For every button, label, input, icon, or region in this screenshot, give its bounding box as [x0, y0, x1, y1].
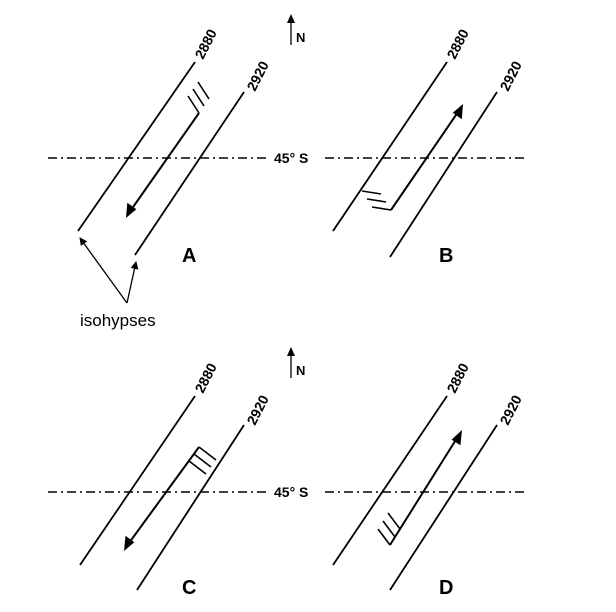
wind-arrow-shaft [130, 112, 200, 211]
isohypse-label-2920: 2920 [243, 58, 271, 93]
panel-b: 2880 2920 B [332, 26, 525, 267]
annotation-pointer [79, 237, 128, 304]
panel-c: 2880 2920 C [79, 360, 272, 599]
isohypse-2880 [79, 395, 196, 566]
isohypse-label-2880: 2880 [191, 26, 219, 61]
wind-arrow-head-icon [451, 430, 462, 446]
annotation-pointer [126, 261, 139, 304]
panel-a: 2880 2920 A isohypses [77, 26, 272, 330]
wind-barb [188, 460, 207, 475]
wind-barb [187, 95, 200, 114]
panel-label-c: C [182, 577, 196, 599]
isohypse-2920 [389, 91, 498, 258]
latitude-line-bottom: 45° S [48, 484, 528, 500]
isohypse-label-2880: 2880 [443, 360, 471, 395]
north-arrow-top: N [287, 14, 305, 45]
wind-barb [366, 198, 387, 203]
wind-barb [382, 520, 396, 538]
wind-arrow-head-icon [124, 535, 135, 551]
wind-barb [371, 206, 392, 211]
isohypse-label-2920: 2920 [243, 392, 271, 427]
wind-arrow-shaft [389, 437, 458, 546]
isohypse-2880 [332, 61, 448, 232]
north-arrow-head-icon [287, 347, 295, 356]
wind-barb [198, 446, 217, 461]
north-label: N [296, 363, 305, 378]
isohypse-2880 [77, 61, 196, 232]
latitude-line-top: 45° S [48, 150, 528, 166]
wind-arrow-shaft [390, 111, 459, 211]
panel-label-a: A [182, 245, 196, 267]
wind-barb [387, 512, 401, 530]
wind-arrow-head-icon [126, 202, 137, 218]
isohypse-2920 [136, 424, 245, 591]
isohypses-annotation: isohypses [80, 311, 156, 330]
isohypse-label-2920: 2920 [496, 58, 524, 93]
north-arrow-bottom: N [287, 347, 305, 378]
wind-barb [192, 88, 205, 107]
wind-barb [193, 453, 212, 468]
wind-arrow-head-icon [452, 104, 463, 120]
latitude-label: 45° S [274, 150, 308, 166]
wind-barb [197, 81, 210, 100]
panel-label-d: D [439, 577, 453, 599]
isohypse-label-2920: 2920 [496, 392, 524, 427]
north-arrow-head-icon [287, 14, 295, 23]
wind-barb [361, 190, 382, 195]
isohypse-label-2880: 2880 [443, 26, 471, 61]
isohypse-2920 [134, 91, 245, 256]
panel-label-b: B [439, 245, 453, 267]
north-label: N [296, 30, 305, 45]
latitude-label: 45° S [274, 484, 308, 500]
wind-barb [377, 528, 391, 546]
isohypse-label-2880: 2880 [191, 360, 219, 395]
wind-arrow-shaft [128, 446, 200, 544]
isohypse-2920 [389, 424, 498, 591]
isohypse-2880 [332, 395, 448, 566]
panel-d: 2880 2920 D [332, 360, 525, 599]
